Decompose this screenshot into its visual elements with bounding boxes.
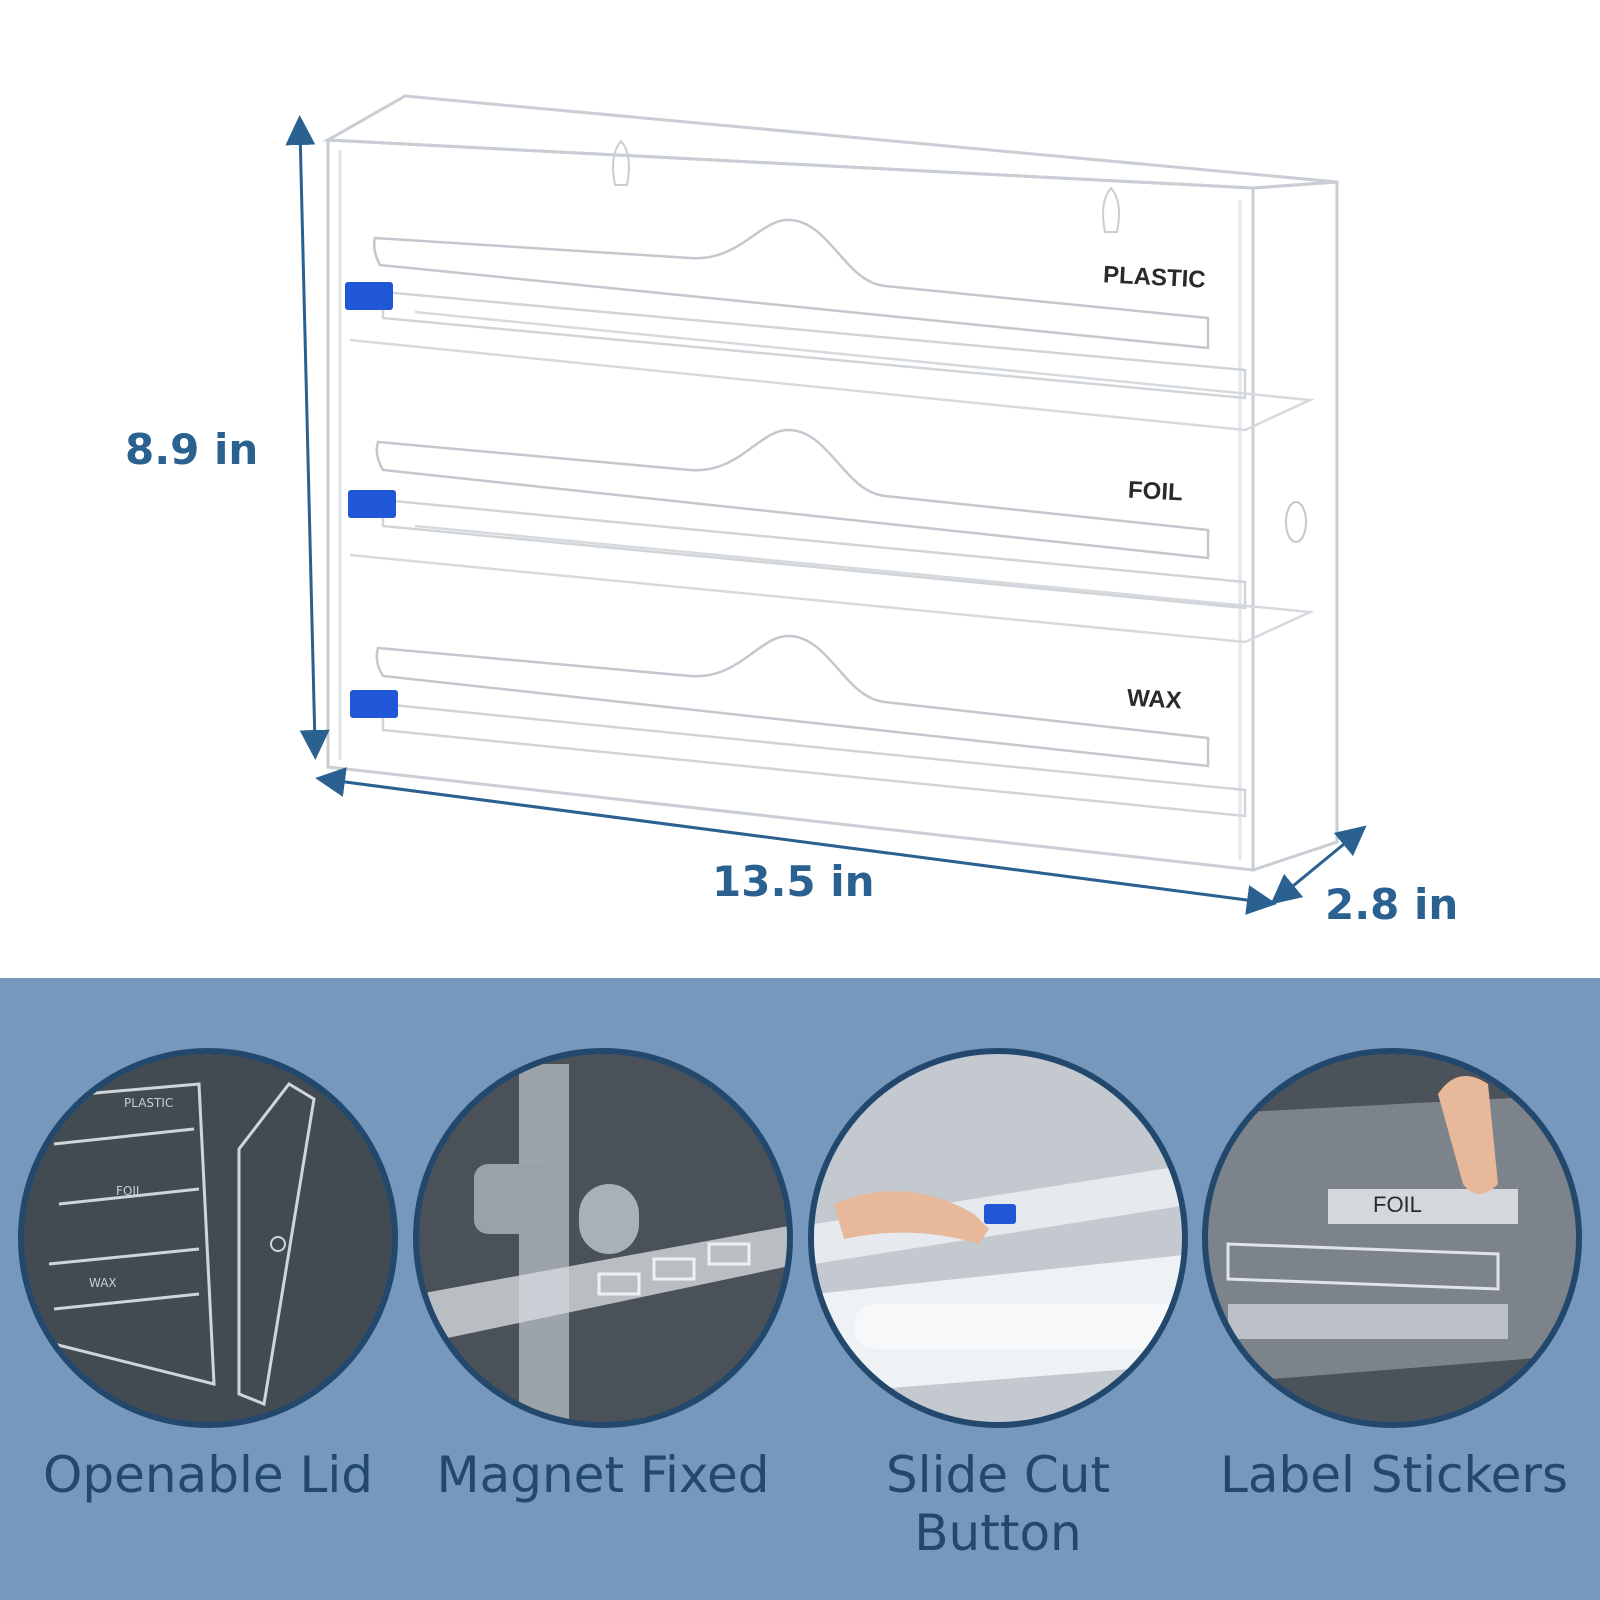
lid-label-plastic: PLASTIC bbox=[124, 1096, 174, 1110]
feature-slide-cut-image bbox=[808, 1048, 1188, 1428]
height-arrow bbox=[285, 115, 330, 760]
sticker-label-foil: FOIL bbox=[1373, 1192, 1422, 1217]
cutter-button-icon bbox=[348, 490, 396, 518]
cutter-button-icon bbox=[345, 282, 393, 310]
acrylic-box bbox=[322, 94, 1339, 873]
shelf-foil bbox=[349, 428, 1315, 644]
width-dimension-label: 13.5 in bbox=[712, 857, 875, 906]
height-dimension-label: 8.9 in bbox=[125, 425, 259, 474]
feature-openable-lid-image: PLASTIC FOIL WAX bbox=[18, 1048, 398, 1428]
feature-magnet-fixed-image bbox=[413, 1048, 793, 1428]
features-section: PLASTIC FOIL WAX bbox=[0, 978, 1600, 1600]
shelf-label-plastic: PLASTIC bbox=[1102, 261, 1207, 294]
dispenser-drawing bbox=[285, 94, 1367, 915]
feature-caption-slide-cut: Slide Cut Button bbox=[885, 1446, 1111, 1562]
lid-label-wax: WAX bbox=[89, 1276, 117, 1290]
shelf-label-wax: WAX bbox=[1126, 684, 1183, 715]
feature-caption-label-stickers: Label Stickers bbox=[1219, 1446, 1569, 1504]
shelf-wax bbox=[375, 634, 1247, 818]
feature-caption-magnet-fixed: Magnet Fixed bbox=[436, 1446, 770, 1504]
width-arrow bbox=[315, 767, 1277, 915]
feature-label-stickers-image: FOIL bbox=[1202, 1048, 1582, 1428]
magnet-hole bbox=[1285, 501, 1307, 543]
shelf-label-foil: FOIL bbox=[1127, 476, 1184, 507]
depth-arrow bbox=[1270, 825, 1367, 905]
lid-label-foil: FOIL bbox=[116, 1184, 143, 1198]
product-dimension-section: 8.9 in 13.5 in 2.8 in PLASTIC FOIL WAX bbox=[125, 94, 1459, 929]
feature-caption-openable-lid: Openable Lid bbox=[43, 1446, 373, 1504]
keyhole-icon bbox=[612, 139, 1120, 233]
shelf-plastic bbox=[349, 218, 1315, 432]
depth-dimension-label: 2.8 in bbox=[1325, 880, 1459, 929]
cutter-button-icon bbox=[350, 690, 398, 718]
